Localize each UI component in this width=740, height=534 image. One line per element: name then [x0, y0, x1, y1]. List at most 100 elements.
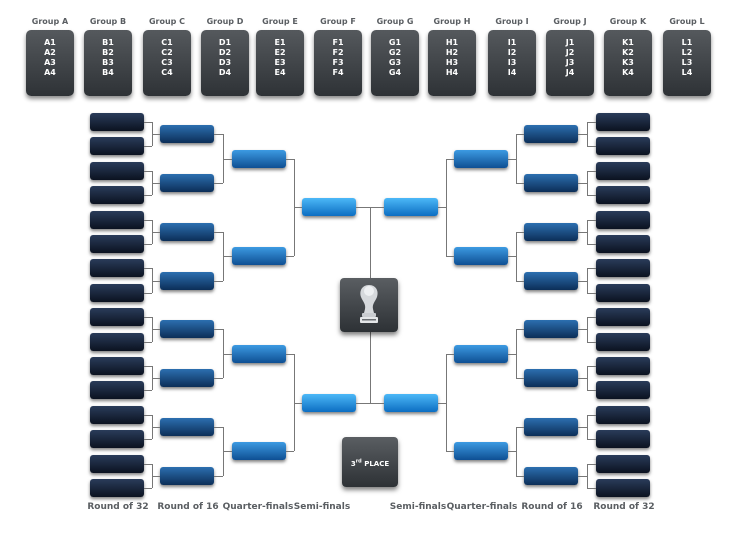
group-team: F2 — [332, 48, 344, 57]
bracket-connector — [152, 134, 160, 136]
bracket-connector — [587, 414, 596, 416]
round-of-32-slot — [90, 454, 144, 473]
round-label: Round of 16 — [521, 502, 583, 512]
group-team: G2 — [388, 48, 402, 57]
round-of-32-slot — [90, 479, 144, 497]
bracket-connector — [152, 414, 153, 440]
round-of-32-slot — [596, 235, 650, 253]
trophy-box — [340, 278, 398, 332]
group-team: K1 — [622, 38, 634, 47]
group-team: I4 — [507, 68, 517, 77]
round-of-32-slot — [596, 161, 650, 180]
bracket-connector — [508, 353, 516, 355]
round-of-32-slot — [596, 283, 650, 302]
round-of-32-slot — [90, 235, 144, 253]
group-team: J1 — [565, 38, 575, 47]
bracket-connector — [587, 414, 588, 440]
group-team: C2 — [161, 48, 173, 57]
group-title: Group F — [320, 17, 356, 26]
round-of-32-slot — [596, 479, 650, 497]
bracket-connector — [508, 158, 516, 160]
group-team: J3 — [565, 58, 575, 67]
bracket-connector — [587, 195, 596, 197]
bracket-connector — [587, 170, 596, 172]
bracket-connector — [144, 244, 152, 245]
group-team: D1 — [218, 38, 232, 47]
bracket-connector — [578, 427, 587, 428]
round-of-16-slot — [160, 418, 214, 436]
group-team: G1 — [388, 38, 402, 47]
group-team: G4 — [388, 68, 402, 77]
bracket-connector — [587, 268, 596, 270]
group-team: A3 — [44, 58, 56, 67]
group-team: D2 — [218, 48, 232, 57]
bracket-connector — [152, 219, 153, 244]
bracket-connector — [214, 183, 223, 184]
bracket-connector — [356, 402, 384, 404]
quarter-final-slot — [454, 247, 508, 266]
bracket-connector — [286, 451, 294, 453]
round-label: Semi-finals — [293, 502, 351, 512]
bracket-connector — [438, 207, 446, 209]
bracket-connector — [223, 353, 232, 355]
bracket-connector — [223, 134, 224, 183]
bracket-connector — [144, 170, 152, 172]
bracket-connector — [446, 256, 454, 258]
bracket-connector — [587, 170, 588, 196]
bracket-connector — [587, 390, 596, 392]
bracket-connector — [516, 183, 524, 184]
bracket-connector — [152, 268, 153, 293]
bracket-connector — [223, 256, 232, 258]
bracket-connector — [587, 439, 596, 441]
bracket-connector — [223, 329, 224, 379]
group-title: Group L — [669, 17, 705, 26]
round-label: Semi-finals — [389, 502, 447, 512]
round-label: Quarter-finals — [446, 502, 518, 512]
bracket-connector — [446, 158, 454, 160]
bracket-connector — [152, 329, 160, 331]
bracket-connector — [516, 134, 517, 183]
bracket-connector — [587, 366, 588, 391]
bracket-connector — [152, 463, 153, 488]
round-of-32-slot — [90, 283, 144, 302]
group-title: Group K — [609, 17, 647, 26]
bracket-connector — [587, 292, 596, 294]
bracket-connector — [214, 134, 223, 136]
group-team: L2 — [681, 48, 693, 57]
group-team: B1 — [102, 38, 114, 47]
round-of-16-slot — [160, 222, 214, 241]
group-team: H2 — [445, 48, 459, 57]
bracket-connector — [214, 475, 223, 477]
group-team: L1 — [681, 38, 693, 47]
group-team: H1 — [445, 38, 459, 47]
round-of-32-slot — [90, 259, 144, 278]
group-team: A4 — [44, 68, 56, 77]
round-of-32-slot — [90, 430, 144, 449]
round-label: Round of 16 — [157, 502, 219, 512]
group-team: H3 — [445, 58, 459, 67]
round-of-32-slot — [90, 332, 144, 351]
round-of-16-slot — [524, 125, 578, 144]
round-of-16-slot — [160, 320, 214, 339]
round-of-16-slot — [160, 271, 214, 290]
quarter-final-slot — [232, 442, 286, 461]
semi-final-slot — [302, 198, 356, 217]
group-team: L3 — [681, 58, 693, 67]
round-label: Round of 32 — [593, 502, 655, 512]
round-of-16-slot — [524, 222, 578, 241]
group-team: E4 — [274, 68, 286, 77]
bracket-connector — [578, 280, 587, 282]
bracket-connector — [214, 280, 223, 282]
group-title: Group G — [376, 17, 414, 26]
bracket-connector — [587, 488, 596, 489]
